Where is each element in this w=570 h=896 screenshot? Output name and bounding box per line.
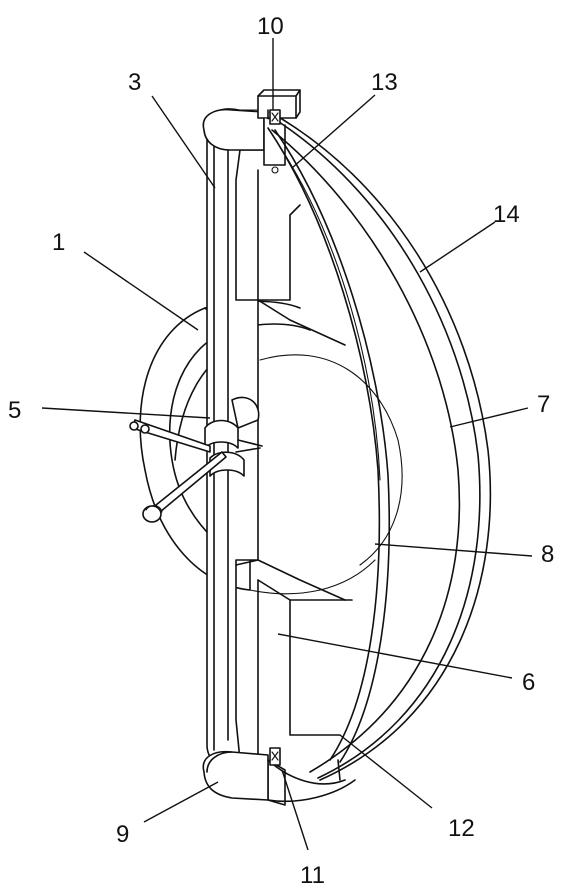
top-clip	[269, 109, 281, 174]
curved-side-frame	[267, 111, 492, 803]
bottom-end-cap	[202, 750, 286, 806]
label-6: 6	[522, 669, 535, 696]
inner-bracket	[235, 169, 353, 761]
label-12: 12	[448, 815, 475, 842]
top-clamp-block	[257, 89, 301, 166]
label-14: 14	[493, 201, 520, 228]
circular-plate	[139, 300, 403, 595]
reference-numerals: 10 3 13 14 1 5 7 8 6 9 12 11	[8, 13, 554, 889]
label-3: 3	[128, 69, 141, 96]
label-1: 1	[52, 229, 65, 256]
leader-lines	[41, 38, 533, 851]
label-7: 7	[537, 391, 550, 418]
label-8: 8	[541, 541, 554, 568]
label-11: 11	[300, 862, 325, 889]
bottom-clip	[269, 747, 281, 766]
label-5: 5	[8, 397, 21, 424]
label-13: 13	[371, 69, 398, 96]
label-9: 9	[116, 821, 129, 848]
handle-lever	[129, 396, 263, 523]
label-10: 10	[257, 13, 284, 40]
